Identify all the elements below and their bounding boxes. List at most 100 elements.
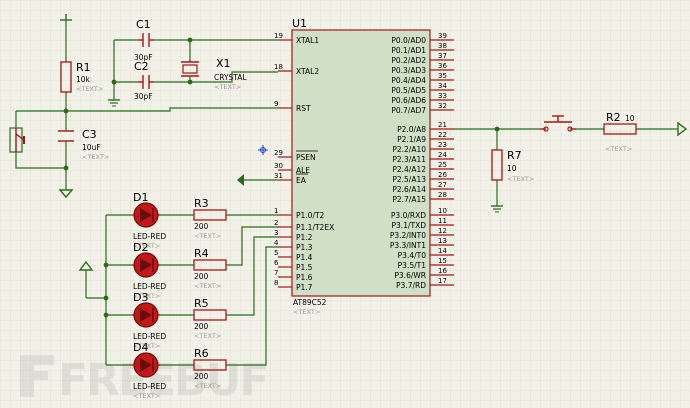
resistor-r1[interactable]: R1 10k <TEXT> [60,61,103,93]
pin-name: P0.5/AD5 [391,86,426,95]
pin-name: RST [296,104,311,113]
pin-name: P2.4/A12 [392,165,426,174]
reset-button[interactable] [9,127,25,153]
pin-name: P3.1/TXD [392,221,427,230]
pin-name: P1.5 [296,263,313,272]
pin-number: 27 [438,181,447,189]
pin-name: P3.5/T1 [398,261,427,270]
crystal-x1[interactable]: X1 CRYSTAL <TEXT> [181,57,247,91]
chip-body[interactable] [291,29,431,297]
resistor-r7[interactable]: R7 10 <TEXT> [491,149,534,183]
c2-value: 30pF [134,92,153,101]
pin-number: 6 [274,259,279,267]
pin-number: 19 [274,32,283,40]
pin-name: P0.7/AD7 [391,106,426,115]
capacitor-c1[interactable]: C1 30pF [134,18,154,62]
pin-number: 21 [438,121,447,129]
cursor-crosshair-icon [258,145,268,155]
r1-ref: R1 [76,61,91,74]
x1-ref: X1 [216,57,231,70]
output-arrow-icon[interactable] [677,121,688,137]
capacitor-c3[interactable]: C3 10uF <TEXT> [58,128,109,161]
c3-text-tag: <TEXT> [82,153,109,161]
pin-number: 34 [438,82,447,90]
r2-value: 10 [625,114,635,123]
led-supply-arrow-icon[interactable] [78,260,94,271]
vcc-terminal-top[interactable] [60,14,72,21]
pin-name: P3.7/RD [396,281,426,290]
pin-name: P2.3/A11 [392,155,426,164]
ground-icon-r7[interactable] [491,205,503,213]
ground-arrow-icon[interactable] [58,189,74,199]
chip-part: AT89C52 [293,298,327,307]
d2-value: LED-RED [133,282,166,291]
push-button-p2[interactable] [540,115,576,132]
capacitor-c2[interactable]: C2 30pF [134,60,154,101]
chip-ref: U1 [292,17,307,30]
pin-name: P3.3/INT1 [390,241,426,250]
resistor-r2[interactable]: R2 10 <TEXT> [603,111,637,153]
d4-ref: D4 [133,341,148,354]
chip-right-pins: 39P0.0/AD038P0.1/AD137P0.2/AD236P0.3/AD3… [390,32,454,290]
chip-text-tag: <TEXT> [293,308,320,316]
pin-number: 12 [438,227,447,235]
pin-number: 11 [438,217,447,225]
pin-name: P1.4 [296,253,313,262]
d1-value: LED-RED [133,232,166,241]
pin-number: 1 [274,207,278,215]
pin-name: P0.1/AD1 [391,46,426,55]
ground-icon[interactable] [108,99,120,107]
ea-arrow-icon[interactable] [237,174,244,186]
r1-text-tag: <TEXT> [76,85,103,93]
